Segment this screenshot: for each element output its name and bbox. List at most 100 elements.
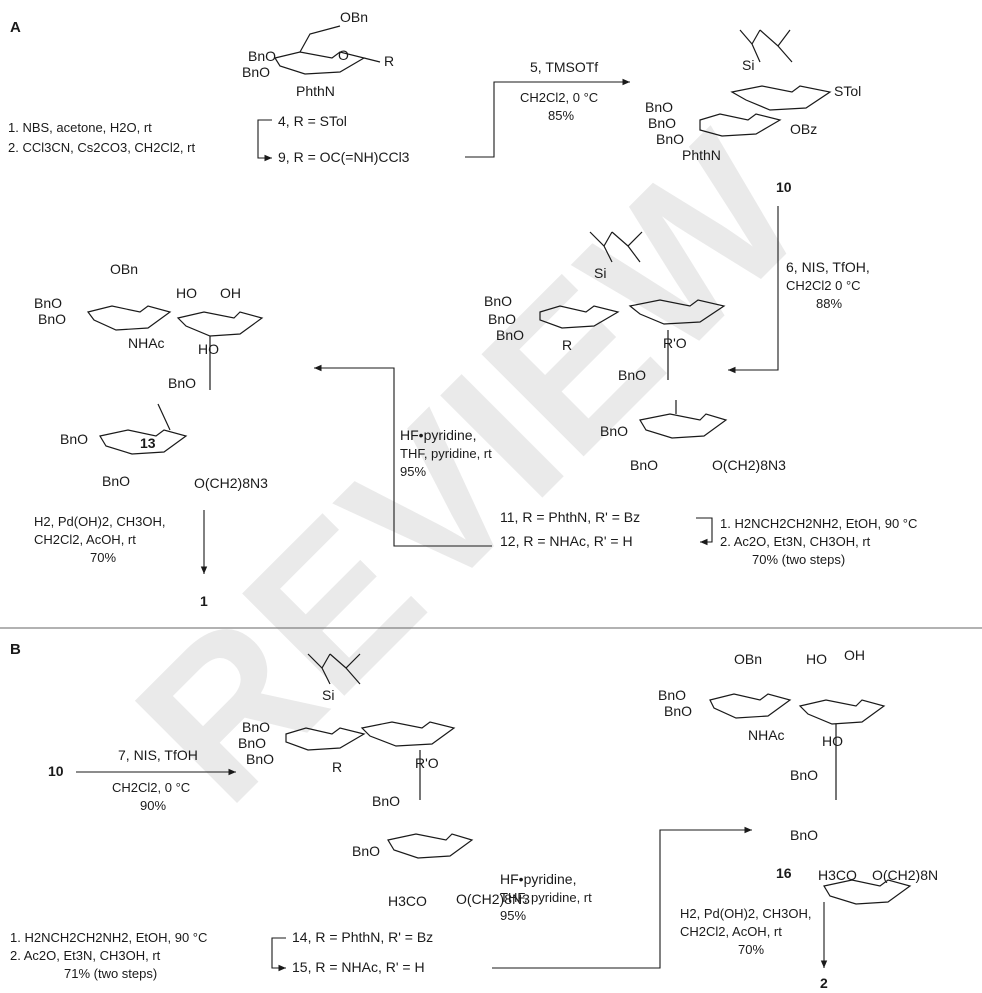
bno-label: BnO	[630, 457, 658, 473]
phthn-label: PhthN	[682, 147, 721, 163]
cond-a-deprot-3: 70% (two steps)	[752, 552, 845, 567]
cmpd13-number: 13	[140, 435, 156, 451]
bno-label: BnO	[656, 131, 684, 147]
bno-label: BnO	[648, 115, 676, 131]
bno-label: BnO	[600, 423, 628, 439]
h3co-label: H3CO	[388, 893, 427, 909]
cmpd10-number: 10	[776, 179, 792, 195]
step-a2-reagent: 6, NIS, TfOH,	[786, 259, 870, 275]
compound-10-structure: Si STol OBz BnO BnO BnO PhthN	[645, 29, 861, 163]
bno-label: BnO	[60, 431, 88, 447]
compound-4-structure: OBn O R BnO BnO PhthN	[242, 9, 394, 99]
cond-a-hf-3: 95%	[400, 464, 426, 479]
bno-label: BnO	[168, 375, 196, 391]
arrow-9-to-10	[465, 78, 630, 158]
bno-label: BnO	[352, 843, 380, 859]
step-a1-yield: 85%	[548, 108, 574, 123]
bno-label: BnO	[242, 64, 270, 80]
cmpd16-number: 16	[776, 865, 792, 881]
cmpd9-label: 9, R = OC(=NH)CCl3	[278, 149, 410, 165]
cond-a-h2-1: H2, Pd(OH)2, CH3OH,	[34, 514, 165, 529]
linker-label: O(CH2)8N3	[456, 891, 530, 907]
arrow-4-to-9	[257, 119, 272, 162]
nhac-label: NHAc	[748, 727, 785, 743]
cond-a-h2-2: CH2Cl2, AcOH, rt	[34, 532, 136, 547]
rprime-o-label: R'O	[415, 755, 439, 771]
rprime-o-label: R'O	[663, 335, 687, 351]
r-label: R	[384, 53, 394, 69]
cond-b-h2-2: CH2Cl2, AcOH, rt	[680, 924, 782, 939]
bno-label: BnO	[248, 48, 276, 64]
arrow-15-to-16	[492, 826, 752, 969]
bno-label: BnO	[242, 719, 270, 735]
compound-13-structure: OBn HO OH BnO BnO NHAc HO BnO BnO BnO O(…	[34, 261, 268, 491]
obn-label: OBn	[340, 9, 368, 25]
cond-a-deprot-1: 1. H2NCH2CH2NH2, EtOH, 90 °C	[720, 516, 917, 531]
obn-label: OBn	[734, 651, 762, 667]
cmpd15-label: 15, R = NHAc, R' = H	[292, 959, 425, 975]
ring-o-label: O	[338, 47, 349, 63]
ho-label: HO	[806, 651, 827, 667]
bno-label: BnO	[102, 473, 130, 489]
bno-label: BnO	[484, 293, 512, 309]
bno-label: BnO	[496, 327, 524, 343]
step-a1-solvent: CH2Cl2, 0 °C	[520, 90, 598, 105]
r-label: R	[332, 759, 342, 775]
cond-b-h2-1: H2, Pd(OH)2, CH3OH,	[680, 906, 811, 921]
cond-a-hf-2: THF, pyridine, rt	[400, 446, 492, 461]
cmpd2-number: 2	[820, 975, 828, 991]
step-b1-reagent: 7, NIS, TfOH	[118, 747, 198, 763]
arrow-10-to-11	[728, 206, 779, 374]
bno-label: BnO	[664, 703, 692, 719]
oh-label: OH	[220, 285, 241, 301]
cond-b-hf-2: THF, pyridine, rt	[500, 890, 592, 905]
step-b1-yield: 90%	[140, 798, 166, 813]
bno-label: BnO	[238, 735, 266, 751]
step-a2-yield: 88%	[816, 296, 842, 311]
panel-b-label: B	[10, 641, 21, 658]
cond-b-deprot-2: 2. Ac2O, Et3N, CH3OH, rt	[10, 948, 161, 963]
cond-a-h2-3: 70%	[90, 550, 116, 565]
si-label: Si	[594, 265, 606, 281]
ho-label: HO	[198, 341, 219, 357]
bno-label: BnO	[645, 99, 673, 115]
step-a2-solvent: CH2Cl2 0 °C	[786, 278, 861, 293]
cond-a-left-1: 1. NBS, acetone, H2O, rt	[8, 120, 152, 135]
si-label: Si	[742, 57, 754, 73]
cond-b-hf-1: HF•pyridine,	[500, 871, 576, 887]
bno-label: BnO	[38, 311, 66, 327]
si-label: Si	[322, 687, 334, 703]
bno-label: BnO	[790, 767, 818, 783]
cond-a-hf-1: HF•pyridine,	[400, 427, 476, 443]
arrow-11-to-12	[696, 517, 713, 546]
bno-label: BnO	[790, 827, 818, 843]
linker-label: O(CH2)8N3	[712, 457, 786, 473]
step-a1-reagent: 5, TMSOTf	[530, 59, 598, 75]
phthn-label: PhthN	[296, 83, 335, 99]
cond-b-deprot-3: 71% (two steps)	[64, 966, 157, 981]
compound-14-structure: Si R'O R BnO BnO BnO BnO BnO H3CO O(CH2)…	[238, 653, 530, 909]
bno-label: BnO	[246, 751, 274, 767]
cmpd1-number: 1	[200, 593, 208, 609]
ho-label: HO	[176, 285, 197, 301]
bno-label: BnO	[34, 295, 62, 311]
arrow-12-to-13	[314, 364, 492, 547]
r-label: R	[562, 337, 572, 353]
cond-b-deprot-1: 1. H2NCH2CH2NH2, EtOH, 90 °C	[10, 930, 207, 945]
bno-label: BnO	[618, 367, 646, 383]
arrow-14-to-15	[271, 937, 286, 972]
linker-label: O(CH2)8N3	[194, 475, 268, 491]
start-cmpd10-number: 10	[48, 763, 64, 779]
h3co-label: H3CO	[818, 867, 857, 883]
cond-b-hf-3: 95%	[500, 908, 526, 923]
cond-a-left-2: 2. CCl3CN, Cs2CO3, CH2Cl2, rt	[8, 140, 195, 155]
cmpd4-label: 4, R = STol	[278, 113, 347, 129]
bno-label: BnO	[488, 311, 516, 327]
step-b1-solvent: CH2Cl2, 0 °C	[112, 780, 190, 795]
compound-16-structure: OBn HO OH BnO BnO NHAc HO BnO BnO H3CO O…	[658, 647, 938, 905]
obz-label: OBz	[790, 121, 817, 137]
cmpd11-label: 11, R = PhthN, R' = Bz	[500, 509, 640, 525]
compound-11-structure: Si R'O R BnO BnO BnO BnO BnO BnO O(CH2)8…	[484, 231, 786, 473]
oh-label: OH	[844, 647, 865, 663]
